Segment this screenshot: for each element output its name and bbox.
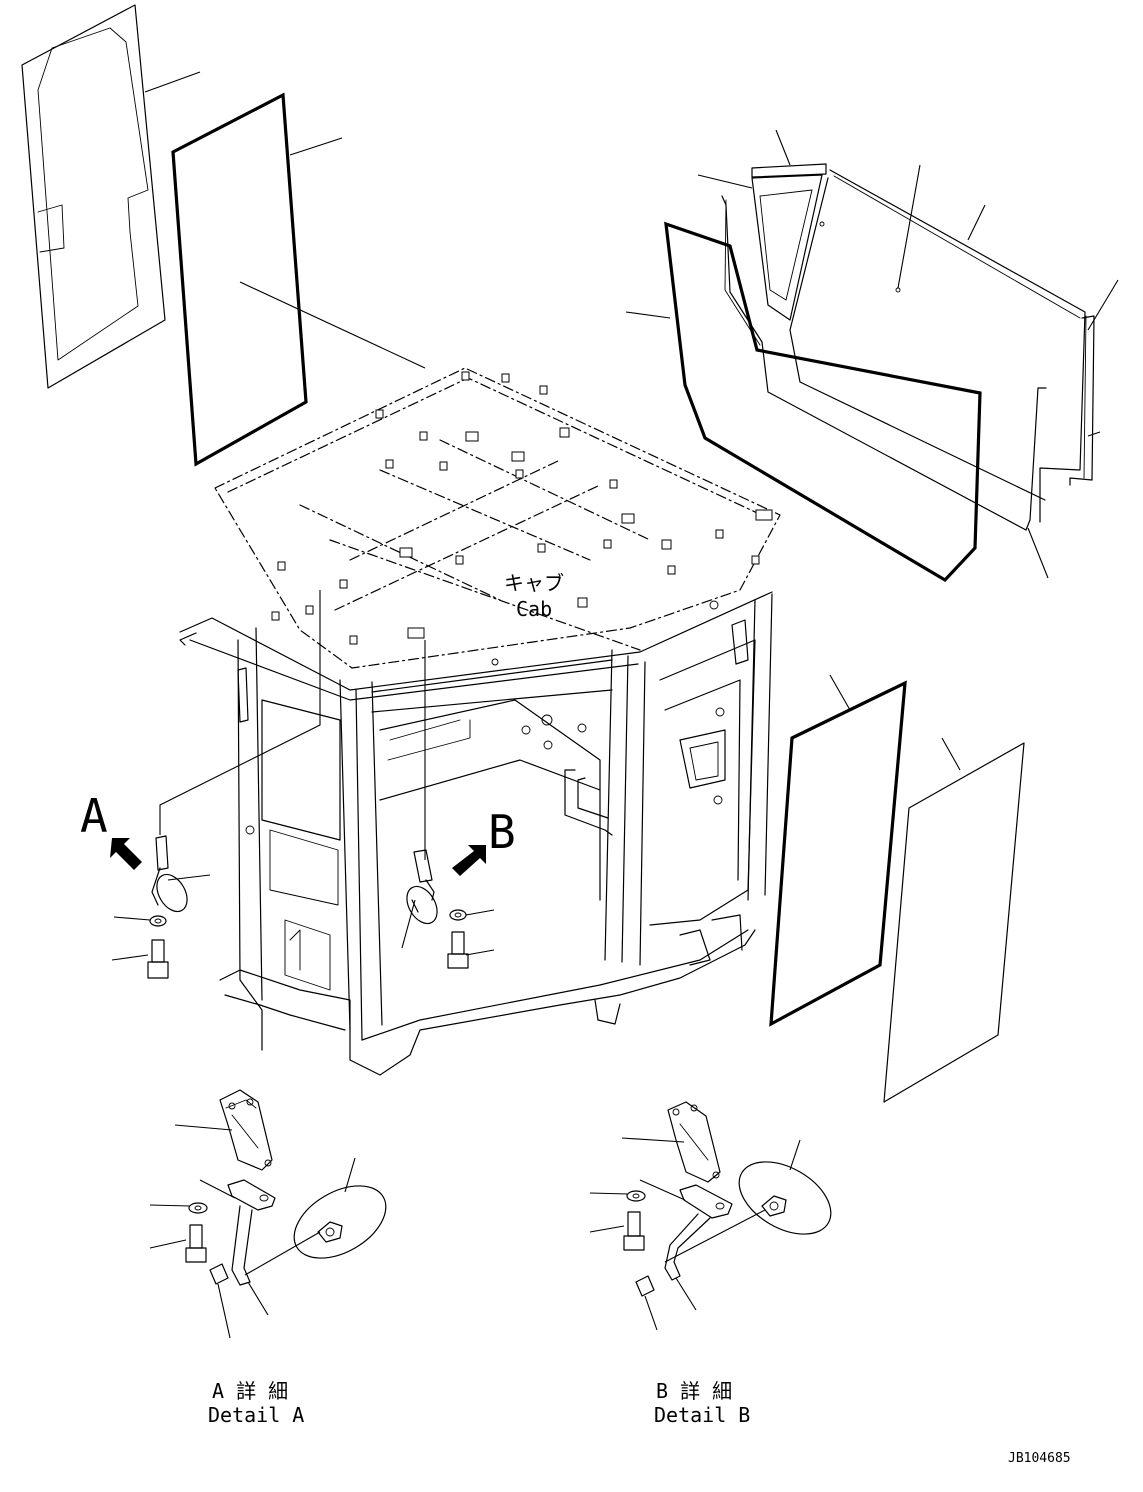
leader-line (174, 1124, 233, 1131)
view-a-label: A (80, 789, 108, 843)
mirror-assembly-a-installed (147, 835, 188, 979)
leader-line (1087, 279, 1119, 331)
leader-line (644, 1295, 658, 1331)
leader-line (465, 909, 495, 916)
leader-line (199, 1179, 236, 1199)
rear-glass-seal (664, 221, 982, 583)
leader-line (401, 899, 416, 949)
detail-b-caption-en: Detail B (654, 1403, 750, 1427)
leader-line (113, 916, 151, 921)
drawing-number: JB104685 (1008, 1451, 1071, 1466)
leader-line (149, 1239, 187, 1249)
leader-line (289, 137, 343, 156)
leader-line (239, 281, 426, 369)
leader-line (675, 1277, 697, 1311)
leader-line (775, 129, 791, 166)
detail-b-caption-jp: B 詳 細 (656, 1379, 732, 1403)
leader-line (1087, 431, 1101, 437)
door-window-panel (21, 4, 166, 389)
leader-line (589, 1225, 625, 1233)
side-window-glass (883, 742, 1025, 1103)
view-b-arrow-icon (452, 845, 486, 876)
leader-line (111, 954, 149, 961)
leader-line (149, 1204, 191, 1207)
cab-frame (179, 367, 781, 1076)
leader-line (144, 71, 201, 93)
side-window-seal (769, 680, 907, 1027)
cab-label-jp: キャブ (504, 571, 564, 595)
leader-line (217, 1283, 231, 1339)
cab-label-en: Cab (516, 597, 552, 621)
detail-a-caption-jp: A 詳 細 (212, 1379, 288, 1403)
leader-line (664, 1209, 766, 1263)
leader-line (1027, 527, 1049, 579)
leader-line (897, 164, 921, 289)
view-b-label: B (488, 805, 516, 859)
leader-line (465, 949, 495, 956)
leader-line (941, 737, 961, 771)
leader-line (167, 874, 211, 881)
leader-line (789, 1139, 801, 1171)
detail-b-assembly (623, 1101, 832, 1297)
leader-line (589, 1192, 629, 1195)
rear-window-assembly (721, 163, 1095, 531)
leader-line (829, 674, 851, 711)
detail-a-assembly (185, 1089, 387, 1286)
leader-line (621, 1137, 685, 1143)
leader-line (967, 204, 986, 241)
detail-a-caption-en: Detail A (208, 1403, 304, 1427)
leader-line (639, 1179, 686, 1201)
mirror-assembly-b-installed (406, 849, 469, 969)
leader-line (244, 1231, 321, 1276)
view-a-arrow-icon (110, 838, 142, 870)
leader-line (697, 174, 753, 189)
leader-line (344, 1157, 356, 1193)
door-glass-seal (171, 92, 308, 467)
leader-line (247, 1281, 269, 1316)
leader-line (159, 590, 321, 835)
leader-line (625, 311, 671, 319)
